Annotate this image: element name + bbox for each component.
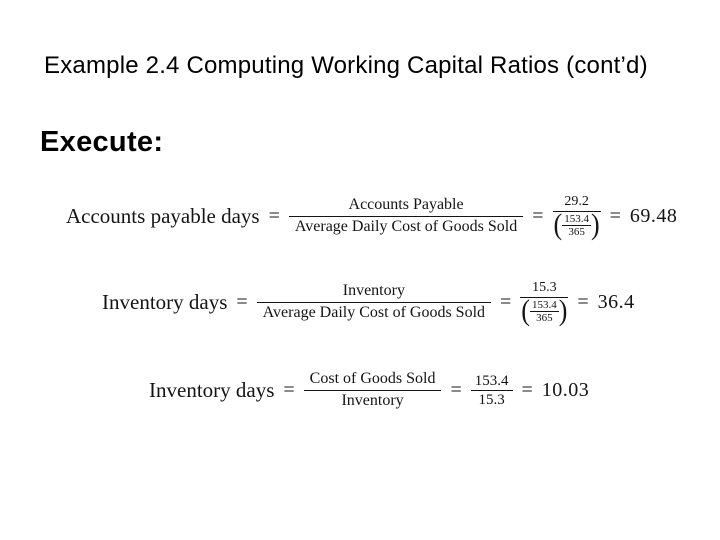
equals-sign: = [500,290,512,313]
main-fraction: Cost of Goods Sold Inventory [303,369,442,411]
value-numerator: 15.3 [532,280,557,296]
formula-result: 36.4 [597,290,635,313]
formula-inventory-turnover: Inventory days = Cost of Goods Sold Inve… [149,368,589,412]
fraction-denominator: Average Daily Cost of Goods Sold [294,217,518,235]
fraction-numerator: Accounts Payable [348,196,464,214]
formula-label: Inventory days [149,377,275,402]
fraction-denominator: Average Daily Cost of Goods Sold [262,303,486,321]
fraction-bar [256,301,492,303]
inner-denominator: 365 [568,225,585,238]
open-paren: ( [553,207,563,241]
value-fraction: 15.3 ( 153.4 365 ) [520,280,569,327]
value-denominator-group: ( 153.4 365 ) [520,293,568,327]
equals-sign: = [283,378,295,401]
inner-denominator: 365 [536,311,553,324]
formula-accounts-payable-days: Accounts payable days = Accounts Payable… [66,186,677,246]
formula-result: 69.48 [629,204,678,227]
main-fraction: Inventory Average Daily Cost of Goods So… [256,281,492,323]
formula-inventory-days: Inventory days = Inventory Average Daily… [102,272,635,332]
value-fraction: 153.4 15.3 [470,372,513,409]
main-fraction: Accounts Payable Average Daily Cost of G… [288,195,524,237]
fraction-bar [552,210,601,212]
inner-fraction: 153.4 365 [529,298,559,324]
fraction-bar [288,215,524,217]
inner-numerator: 153.4 [531,298,557,311]
equals-sign: = [532,204,544,227]
value-fraction: 29.2 ( 153.4 365 ) [552,194,601,241]
section-heading: Execute: [40,126,164,158]
equals-sign: = [577,290,589,313]
fraction-numerator: Cost of Goods Sold [309,370,436,388]
fraction-bar [520,296,569,298]
equals-sign: = [268,204,280,227]
close-paren: ) [590,207,600,241]
value-denominator: 15.3 [478,391,505,408]
fraction-bar [529,310,559,312]
equals-sign: = [450,378,462,401]
slide-title: Example 2.4 Computing Working Capital Ra… [44,52,648,79]
inner-fraction: 153.4 365 [562,213,591,238]
fraction-bar [470,389,513,391]
formula-label: Inventory days [102,289,228,314]
open-paren: ( [521,293,530,327]
value-numerator: 153.4 [474,372,509,389]
equals-sign: = [521,378,533,401]
inner-numerator: 153.4 [564,212,589,225]
formula-result: 10.03 [541,378,590,401]
value-denominator-group: ( 153.4 365 ) [553,207,601,241]
fraction-bar [303,389,442,391]
formula-label: Accounts payable days [66,203,260,228]
value-numerator: 29.2 [564,194,589,210]
equals-sign: = [236,290,248,313]
fraction-bar [562,224,591,226]
close-paren: ) [558,293,568,327]
fraction-denominator: Inventory [341,391,404,409]
fraction-numerator: Inventory [342,282,405,300]
equals-sign: = [609,204,621,227]
